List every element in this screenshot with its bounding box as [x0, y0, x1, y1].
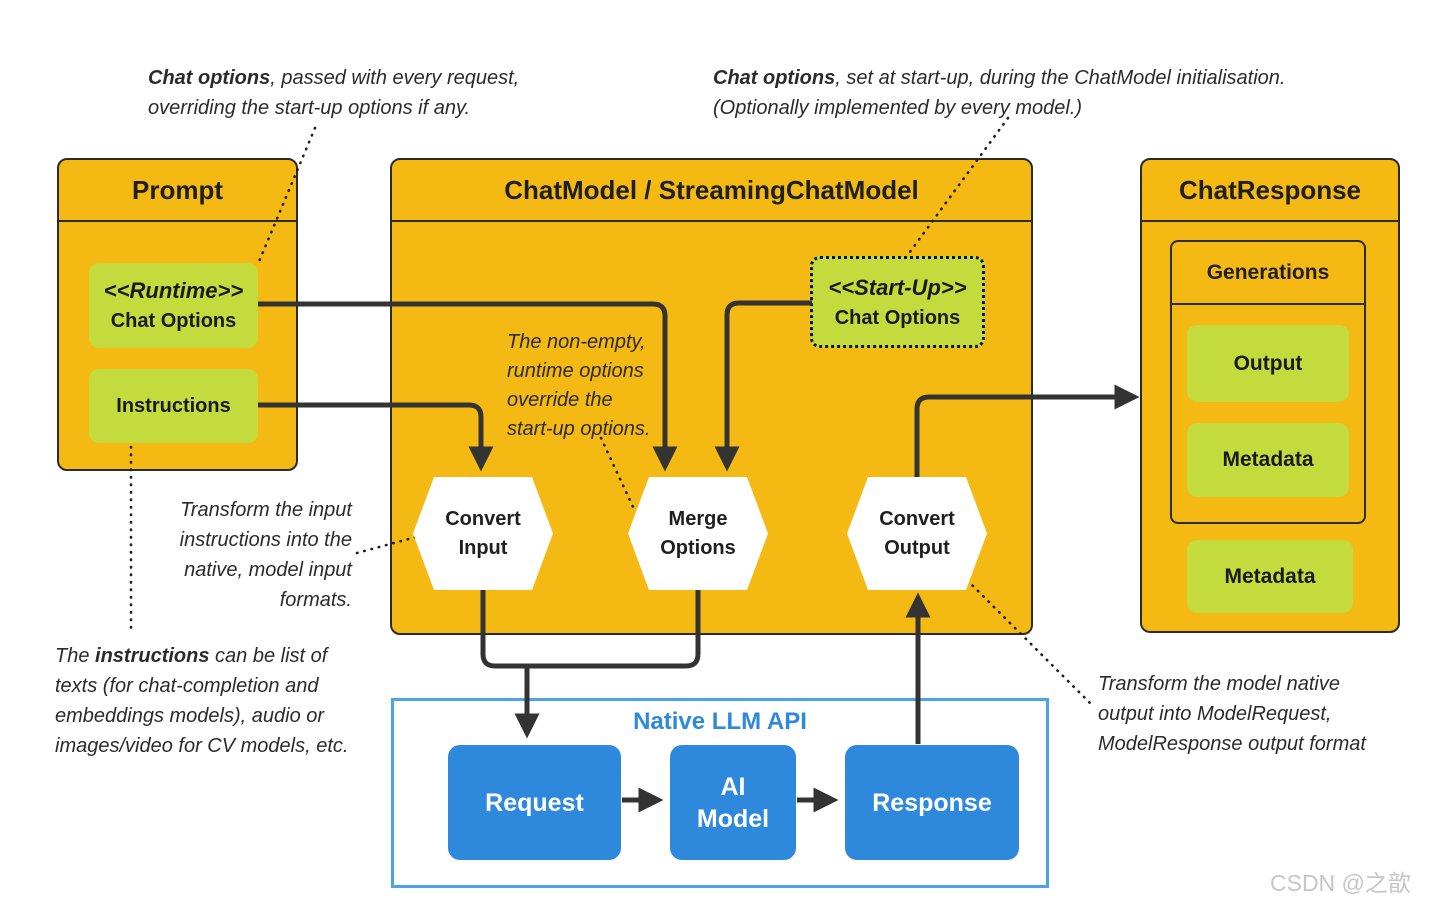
generations-subpanel: Generations — [1170, 240, 1366, 524]
request-node: Request — [448, 745, 621, 860]
response-node: Response — [845, 745, 1019, 860]
runtime-chat-options-label: Chat Options — [110, 310, 237, 332]
response-label: Response — [872, 788, 992, 817]
runtime-note-rest: , passed with every request, — [270, 67, 520, 89]
runtime-stereotype-label: <<Runtime>> — [103, 278, 244, 303]
merge-note-line1: The non-empty, — [507, 331, 646, 353]
startup-options-note-line2: (Optionally implemented by every model.) — [713, 97, 1083, 119]
native-llm-api-panel: Native LLM API Request AI Model Response — [391, 698, 1049, 888]
instructions-note-line3: embeddings models), audio or — [55, 705, 325, 727]
runtime-options-note: Chat options, passed with every request,… — [148, 63, 519, 123]
native-llm-api-title: Native LLM API — [633, 708, 807, 735]
instructions-note-rest: can be list of — [209, 645, 328, 667]
response-metadata-node: Metadata — [1187, 540, 1353, 613]
convert-input-note: Transform the input instructions into th… — [150, 495, 352, 615]
response-metadata-label: Metadata — [1224, 564, 1316, 588]
prompt-panel: Prompt <<Runtime>> Chat Options Instruct… — [57, 158, 298, 471]
convert-output-note: Transform the model native output into M… — [1098, 669, 1366, 759]
convert-output-note-line2: output into ModelRequest, — [1098, 703, 1332, 725]
generations-metadata-label: Metadata — [1222, 448, 1314, 471]
request-label: Request — [485, 788, 584, 817]
merge-note-line4: start-up options. — [507, 418, 651, 440]
chatresponse-panel-title: ChatResponse — [1142, 160, 1398, 222]
generations-title: Generations — [1172, 242, 1364, 305]
convert-output-label-line1: Convert — [879, 507, 955, 530]
instructions-note-line1: The instructions can be list of — [55, 641, 348, 671]
csdn-watermark: CSDN @之歆 — [1270, 870, 1411, 896]
runtime-chat-options-node: <<Runtime>> Chat Options — [89, 263, 258, 348]
runtime-options-note-line1: Chat options, passed with every request, — [148, 63, 519, 93]
startup-note-bold: Chat options — [713, 67, 836, 89]
chatmodel-panel-title: ChatModel / StreamingChatModel — [392, 160, 1031, 222]
prompt-panel-title: Prompt — [59, 160, 296, 222]
instructions-note-line4: images/video for CV models, etc. — [55, 735, 349, 757]
ai-model-label-line1: AI — [720, 772, 746, 801]
startup-chat-options-node: <<Start-Up>> Chat Options — [810, 256, 985, 348]
convert-input-note-line1: Transform the input — [180, 499, 352, 521]
runtime-note-bold: Chat options — [148, 67, 271, 89]
startup-options-note-line1: Chat options, set at start-up, during th… — [713, 63, 1285, 93]
convert-output-note-line3: ModelResponse output format — [1098, 733, 1366, 755]
instructions-note: The instructions can be list of texts (f… — [55, 641, 348, 761]
startup-note-rest: , set at start-up, during the ChatModel … — [835, 67, 1286, 89]
chatresponse-panel: ChatResponse Generations Output Metadata… — [1140, 158, 1400, 633]
convert-output-step: Convert Output — [847, 477, 987, 590]
startup-stereotype-label: <<Start-Up>> — [828, 274, 967, 300]
startup-options-note: Chat options, set at start-up, during th… — [713, 63, 1285, 123]
ai-model-node: AI Model — [670, 745, 796, 860]
convert-input-label-line1: Convert — [445, 507, 521, 530]
instructions-label: Instructions — [116, 394, 231, 417]
convert-input-note-line2: instructions into the — [179, 529, 352, 551]
merge-note-line3: override the — [507, 389, 613, 411]
convert-input-step: Convert Input — [413, 477, 553, 590]
ai-model-label-line2: Model — [696, 804, 770, 833]
convert-input-note-line3: native, model input — [184, 559, 352, 581]
instructions-node: Instructions — [89, 369, 258, 443]
output-node: Output — [1187, 325, 1349, 402]
merge-options-note: The non-empty, runtime options override … — [507, 328, 650, 444]
merge-note-line2: runtime options — [507, 360, 644, 382]
instructions-note-line2: texts (for chat-completion and — [55, 675, 319, 697]
generations-metadata-node: Metadata — [1187, 423, 1349, 497]
convert-input-label-line2: Input — [458, 536, 508, 559]
convert-input-note-line4: formats. — [279, 589, 352, 611]
startup-chat-options-label: Chat Options — [834, 306, 961, 329]
merge-options-label-line2: Options — [660, 536, 736, 559]
merge-options-step: Merge Options — [628, 477, 768, 590]
instructions-note-bold: instructions — [95, 645, 210, 667]
convert-output-note-line1: Transform the model native — [1098, 673, 1340, 695]
merge-options-label-line1: Merge — [668, 507, 728, 530]
runtime-options-note-line2: overriding the start-up options if any. — [148, 97, 471, 119]
instructions-note-prefix: The — [55, 645, 96, 667]
convert-output-label-line2: Output — [884, 536, 950, 559]
output-label: Output — [1233, 351, 1303, 375]
